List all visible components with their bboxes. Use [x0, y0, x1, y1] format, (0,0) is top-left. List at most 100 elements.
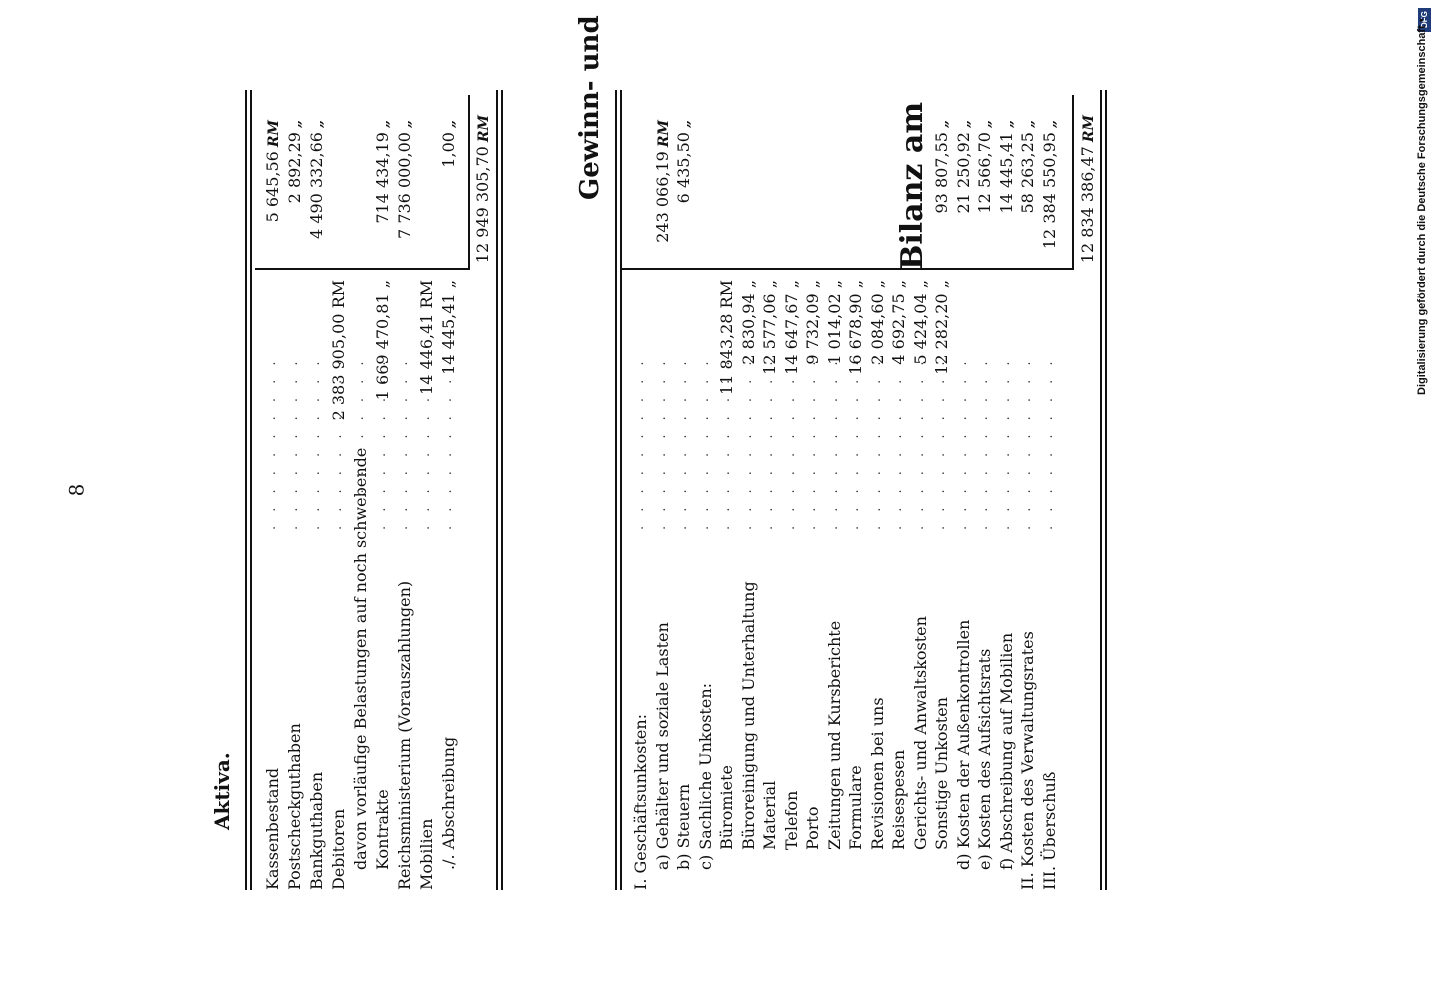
bal-row-label: Reichsministerium (Vorauszahlungen) — [395, 580, 414, 890]
bal-row-label: Mobilien — [417, 818, 436, 890]
gv-row-subamount: 16 678,90 „ — [846, 280, 865, 375]
bal-row: Kassenbestand. . . . . . . . . .5 645,56… — [262, 0, 284, 1000]
bal-row-total-value: 7 736 000,00 — [395, 132, 414, 239]
gv-row-subamount: 12 282,20 „ — [932, 280, 951, 375]
gv-row: I. Geschäftsunkosten: . . . . . . . . . . — [630, 0, 652, 1000]
gv-row-total-unit: „ — [1042, 120, 1059, 129]
gv-row: a) Gehälter und soziale Lasten. . . . . … — [652, 0, 674, 1000]
gv-row: Sonstige Unkosten. . . . . . . . . .12 2… — [931, 0, 953, 1000]
gv-row-leader-dots: . . . . . . . . . . — [1019, 356, 1034, 530]
gv-row-total-value: 93 807,55 — [932, 132, 951, 214]
gv-row-label: Sonstige Unkosten — [932, 697, 951, 850]
bal-row-total-unit: „ — [310, 120, 326, 129]
gv-row: Reisespesen. . . . . . . . . .4 692,75 „ — [888, 0, 910, 1000]
gv-row-leader-dots: . . . . . . . . . . — [976, 356, 991, 530]
gv-row-total: 6 435,50 „ — [673, 120, 696, 260]
gv-row: e) Kosten des Aufsichtsrats. . . . . . .… — [974, 0, 996, 1000]
bal-row: Mobilien. . . . . . . . . .14 446,41 RM — [416, 0, 438, 1000]
balance-top-rule — [245, 90, 252, 890]
gv-row-label: c) Sachliche Unkosten: — [695, 682, 715, 870]
gv-row: c) Sachliche Unkosten: . . . . . . . . . … — [695, 0, 717, 1000]
gv-row: III. Überschuß. . . . . . . . . .12 384 … — [1039, 0, 1061, 1000]
bal-row-total: 7 736 000,00 „ — [394, 120, 417, 260]
gv-row-subamount: 5 424,04 „ — [910, 280, 930, 365]
bal-row-subamount: 14 445,41 „ — [439, 280, 458, 375]
gv-row: Zeitungen und Kursberichte. . . . . . . … — [824, 0, 846, 1000]
bal-row-label: Kontrakte — [373, 789, 392, 870]
gv-top-rule — [615, 90, 622, 890]
aktiva-label: Aktiva. — [210, 752, 234, 830]
gv-row: Revisionen bei uns. . . . . . . . . .2 0… — [867, 0, 889, 1000]
bal-row-total-unit: „ — [288, 120, 304, 129]
gv-row-label: Reisespesen — [889, 749, 908, 850]
gv-row: f) Abschreibung auf Mobilien. . . . . . … — [996, 0, 1018, 1000]
gv-row-label: Zeitungen und Kursberichte — [824, 620, 844, 850]
gv-row-label: a) Gehälter und soziale Lasten — [652, 622, 672, 870]
gv-row-subamount: 1 014,02 „ — [824, 280, 844, 365]
bal-row-label: Postscheckguthaben — [285, 723, 304, 890]
gv-row-label: Porto — [803, 806, 822, 850]
gv-row: Gerichts- und Anwaltskosten. . . . . . .… — [910, 0, 932, 1000]
bal-row-subamount: 2 383 905,00 RM — [329, 280, 348, 421]
digitization-note: Digitalisierung gefördert durch die Deut… — [1416, 18, 1428, 395]
gv-row-total-unit: „ — [677, 120, 693, 129]
gv-row-leader-dots: . . . . . . . . . . — [675, 356, 690, 530]
gv-row-total: 243 066,19RM — [652, 120, 675, 260]
gv-row: Telefon. . . . . . . . . .14 647,67 „ — [781, 0, 803, 1000]
bal-row: Reichsministerium (Vorauszahlungen) . . .… — [394, 0, 416, 1000]
gv-row-total-unit: RM — [655, 120, 672, 148]
gv-row-total-value: 12 384 550,95 — [1039, 132, 1059, 250]
gv-grand-total: 12 834 386,47RM — [1077, 115, 1100, 270]
gv-heading: Gewinn- und — [575, 15, 605, 200]
gv-row-total-unit: „ — [999, 120, 1016, 129]
bal-row-label: Bankguthaben — [307, 771, 326, 890]
gv-row-total-unit: „ — [978, 120, 994, 129]
bal-row-total-value: 2 892,29 — [285, 132, 304, 204]
gv-total-column-rule — [622, 268, 1074, 270]
gv-row-subamount: 9 732,09 „ — [803, 280, 822, 365]
gv-bottom-rule — [1100, 90, 1107, 890]
bal-row-label: Kassenbestand — [263, 767, 282, 890]
gv-row-total: 21 250,92„ — [953, 120, 976, 260]
gv-row-subamount: 14 647,67 „ — [781, 280, 801, 375]
gv-row-leader-dots: . . . . . . . . . . — [696, 356, 712, 530]
gv-row-label: d) Kosten der Außenkontrollen — [953, 619, 973, 870]
bal-row-label: Debitoren — [329, 808, 348, 890]
gv-row-total-unit: „ — [956, 120, 973, 129]
gv-row-leader-dots: . . . . . . . . . . — [1040, 356, 1056, 530]
bal-row-total-value: 4 490 332,66 — [307, 132, 326, 239]
balance-grand-total: 12 949 305,70RM — [472, 115, 495, 270]
balance-sum-rule — [468, 95, 470, 270]
gv-row-leader-dots: . . . . . . . . . . — [632, 356, 647, 530]
bal-row: Debitoren. . . . . . . . . .2 383 905,00… — [328, 0, 350, 1000]
bal-row-leader-dots: . . . . . . . . . . — [286, 356, 301, 530]
bal-row-leader-dots: . . . . . . . . . . — [308, 356, 323, 530]
gv-row-total: 14 445,41„ — [996, 120, 1019, 260]
bal-row-total-value: 1,00 — [439, 132, 458, 168]
gv-grand-total-value: 12 834 386,47 — [1078, 146, 1097, 264]
page-number: 8 — [64, 483, 89, 497]
gv-row: Material. . . . . . . . . .12 577,06 „ — [759, 0, 781, 1000]
gv-row-total: 93 807,55„ — [931, 120, 954, 260]
gv-row-label: Büroreinigung und Unterhaltung — [738, 581, 758, 850]
bal-row-total-unit: „ — [398, 120, 414, 129]
gv-row-label: Büromiete — [717, 765, 736, 850]
bal-row-total: 1,00 „ — [438, 120, 461, 260]
gv-row-subamount: 12 577,06 „ — [760, 280, 779, 375]
gv-row-total-value: 6 435,50 — [674, 132, 693, 204]
gv-row: d) Kosten der Außenkontrollen . . . . . .… — [953, 0, 975, 1000]
gv-row-label: I. Geschäftsunkosten: — [631, 713, 650, 890]
balance-bottom-rule — [496, 90, 503, 890]
gv-row-subamount: 4 692,75 „ — [889, 280, 908, 365]
bal-row-total-value: 5 645,56 — [263, 151, 282, 223]
gv-row-label: Revisionen bei uns — [867, 697, 887, 850]
bal-row-total-unit: „ — [442, 120, 458, 129]
bal-row-subamount: 1 669 470,81 „ — [373, 280, 392, 401]
bal-row-leader-dots: . . . . . . . . . . — [396, 356, 411, 530]
gv-row: Formulare. . . . . . . . . .16 678,90 „ — [845, 0, 867, 1000]
gv-row: Büromiete. . . . . . . . . .11 843,28 RM — [716, 0, 738, 1000]
gv-row-leader-dots: . . . . . . . . . . — [954, 356, 970, 530]
gv-row-leader-dots: . . . . . . . . . . — [997, 356, 1013, 530]
gv-row-total: 12 566,70„ — [974, 120, 997, 260]
